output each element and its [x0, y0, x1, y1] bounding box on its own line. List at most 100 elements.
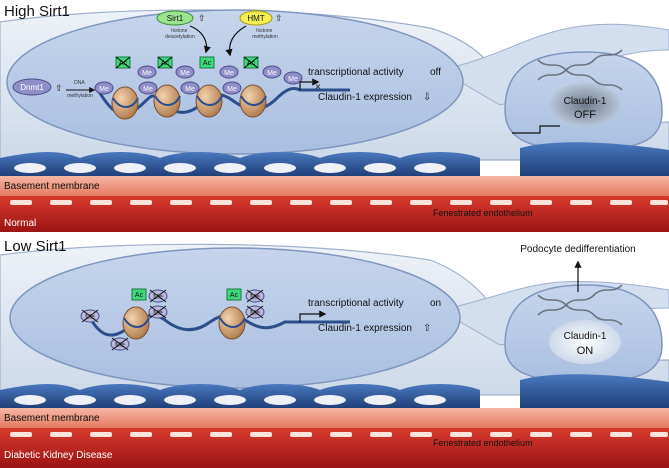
fenestrae: [10, 432, 668, 437]
endothelium-label: Fenestrated endothelium: [433, 208, 533, 218]
me-mark: Me: [222, 81, 242, 95]
basement-membrane-label: Basement membrane: [4, 181, 100, 192]
nucleus-state: ON: [577, 345, 594, 357]
svg-text:Me: Me: [224, 70, 234, 77]
panel-title: Low Sirt1: [4, 238, 67, 255]
hmt-note-line2: methylation: [252, 34, 278, 40]
me-mark: Me: [180, 81, 200, 95]
process-arrow: [512, 125, 560, 134]
svg-text:Me: Me: [143, 86, 153, 93]
transcriptional-activity-label: transcriptional activity: [308, 298, 404, 309]
tss-arrow: [299, 310, 327, 322]
hmt-note-line1: histone: [256, 28, 272, 34]
panel-high-sirt1: High Sirt1 Sirt1 ⇧ histone deacetylation…: [0, 3, 669, 232]
me-mark-removed: Me: [80, 309, 100, 323]
me-mark: Me: [283, 71, 303, 85]
nucleosome: [239, 84, 267, 118]
transcriptional-activity-label: transcriptional activity: [308, 67, 404, 78]
nucleosome: [195, 84, 223, 118]
hmt-oval: [239, 10, 273, 26]
nucleosome: [122, 306, 150, 340]
svg-text:Me: Me: [227, 86, 237, 93]
dnmt1-oval: [12, 78, 52, 96]
svg-text:Ac: Ac: [230, 292, 239, 299]
svg-text:Me: Me: [250, 310, 260, 317]
dna-strand: [88, 313, 350, 337]
dnmt1-up-arrow: ⇧: [55, 83, 63, 93]
svg-text:Me: Me: [288, 76, 298, 83]
ac-mark-removed: Ac: [157, 56, 173, 69]
expression-down-arrow: ⇩: [423, 92, 431, 103]
svg-text:Ac: Ac: [203, 60, 212, 67]
basement-membrane-label: Basement membrane: [4, 413, 100, 424]
ac-mark-removed: Ac: [243, 56, 259, 69]
sirt1-note-line2: deacetylation: [165, 34, 195, 40]
dnmt1-label: Dnmt1: [20, 83, 44, 92]
svg-text:Me: Me: [85, 314, 95, 321]
basement-membrane: [0, 408, 669, 428]
dna-helix-icon: [537, 49, 623, 91]
gene-glow-on: [549, 320, 621, 364]
me-mark: Me: [138, 81, 158, 95]
block-x: ×: [315, 82, 321, 93]
sirt1-oval: [156, 10, 194, 26]
ac-mark-removed: Ac: [115, 56, 131, 69]
condition-label: Normal: [4, 218, 36, 229]
me-mark: Me: [137, 65, 157, 79]
me-mark-removed: Me: [245, 305, 265, 319]
sirt1-note-line1: histone: [171, 28, 187, 34]
dedifferentiation-label: Podocyte dedifferentiation: [520, 244, 635, 255]
svg-text:Me: Me: [153, 310, 163, 317]
panel-low-sirt1: Low Sirt1 Me Me Me Me Me Me Ac Ac transc…: [0, 238, 669, 468]
svg-text:Ac: Ac: [247, 60, 256, 67]
me-mark-removed: Me: [110, 337, 130, 351]
nucleosome: [218, 306, 246, 340]
gene-glow-off: [549, 83, 621, 127]
svg-text:Ac: Ac: [119, 60, 128, 67]
svg-text:Me: Me: [267, 70, 277, 77]
hmt-arrow: [225, 25, 247, 57]
me-mark: Me: [175, 65, 195, 79]
sirt1-arrow: [189, 25, 211, 54]
svg-text:Me: Me: [153, 294, 163, 301]
svg-text:Me: Me: [142, 70, 152, 77]
endothelium-label: Fenestrated endothelium: [433, 438, 533, 448]
tss-arrow-blocked: [299, 78, 320, 90]
hmt-note: histone methylation: [252, 28, 278, 40]
me-mark-removed: Me: [245, 289, 265, 303]
claudin-expression-label: Claudin-1 expression: [318, 92, 412, 103]
condition-label: Diabetic Kidney Disease: [4, 450, 113, 461]
svg-text:Me: Me: [115, 342, 125, 349]
svg-text:Ac: Ac: [135, 292, 144, 299]
me-mark-removed: Me: [148, 305, 168, 319]
hmt-label: HMT: [247, 14, 264, 23]
nucleosome: [153, 84, 181, 118]
nucleosome: [111, 86, 139, 120]
ac-mark: Ac: [131, 288, 147, 301]
nucleus-gene-label: Claudin-1: [564, 331, 607, 342]
activity-state: on: [430, 298, 441, 309]
dna-methylation-line2: methylation: [67, 93, 93, 99]
sirt1-label: Sirt1: [167, 14, 184, 23]
me-mark-removed: Me: [148, 289, 168, 303]
dna-helix-icon: [537, 284, 623, 326]
hmt-up-arrow: ⇧: [275, 13, 283, 23]
me-mark: Me: [219, 65, 239, 79]
expression-up-arrow: ⇧: [423, 323, 431, 334]
fenestrae: [10, 200, 668, 205]
claudin-expression-label: Claudin-1 expression: [318, 323, 412, 334]
activity-state: off: [430, 67, 441, 78]
svg-text:Ac: Ac: [161, 60, 170, 67]
sirt1-note: histone deacetylation: [165, 28, 195, 40]
slit-pores: [14, 163, 446, 173]
ac-mark: Ac: [199, 56, 215, 69]
dna-methylation-note: DNA methylation: [67, 80, 93, 99]
svg-text:Me: Me: [250, 294, 260, 301]
me-mark: Me: [262, 65, 282, 79]
dna-methylation-line1: DNA: [74, 80, 85, 86]
nucleus-gene-label: Claudin-1: [564, 96, 607, 107]
me-mark: Me: [94, 81, 114, 95]
slit-pores: [14, 395, 446, 405]
svg-text:Me: Me: [180, 70, 190, 77]
